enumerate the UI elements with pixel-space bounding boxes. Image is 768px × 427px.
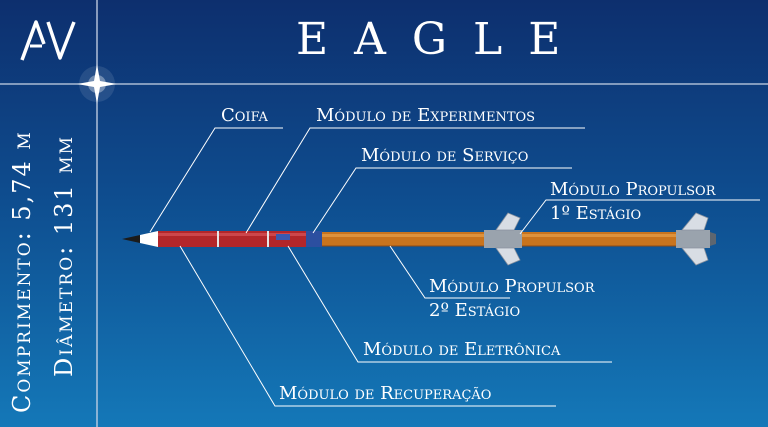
- rocket-badge: [276, 234, 290, 240]
- av-logo-icon: [20, 20, 76, 61]
- label-modulo-recuperacao: Módulo de Recuperação: [279, 383, 492, 404]
- rocket-interstage: [484, 230, 522, 248]
- label-modulo-propulsor-2-line2: 2º Estágio: [429, 300, 521, 321]
- page-title: EAGLE: [296, 14, 587, 65]
- leader-coifa: [149, 127, 283, 233]
- rocket-specs: Comprimento: 5,74 m Diâmetro: 131 mm: [8, 95, 88, 415]
- leader-propulsor1: [519, 199, 760, 235]
- rocket-fin: [495, 247, 521, 266]
- label-modulo-propulsor-2-line1: Módulo Propulsor: [429, 276, 595, 297]
- rocket-red-highlight: [158, 233, 322, 236]
- label-modulo-eletronica: Módulo de Eletrônica: [363, 339, 561, 360]
- leader-eletronica: [287, 245, 612, 363]
- leader-recuperacao: [179, 245, 556, 407]
- label-modulo-propulsor-1-line1: Módulo Propulsor: [550, 179, 716, 200]
- leader-lines: [149, 127, 760, 407]
- rocket-nozzle: [710, 232, 716, 246]
- star-icon: [77, 64, 117, 104]
- rocket-fin: [681, 212, 709, 231]
- rocket-service-band: [306, 231, 322, 247]
- rocket-nose-cone: [140, 231, 158, 247]
- rocket-rear-section: [676, 230, 710, 248]
- leader-propulsor2: [389, 245, 510, 299]
- rocket-fin: [495, 212, 521, 231]
- spec-length: Comprimento: 5,74 m: [8, 130, 36, 413]
- leader-experimentos: [245, 127, 585, 234]
- label-modulo-experimentos: Módulo de Experimentos: [316, 105, 536, 126]
- rocket-nose-tip: [122, 235, 140, 243]
- rocket: [122, 212, 716, 266]
- spec-diameter: Diâmetro: 131 mm: [50, 134, 78, 377]
- leader-servico: [312, 167, 572, 234]
- label-modulo-servico: Módulo de Serviço: [361, 145, 529, 166]
- label-modulo-propulsor-1-line2: 1º Estágio: [550, 203, 642, 224]
- label-coifa: Coifa: [221, 105, 268, 126]
- rocket-fin: [681, 247, 709, 266]
